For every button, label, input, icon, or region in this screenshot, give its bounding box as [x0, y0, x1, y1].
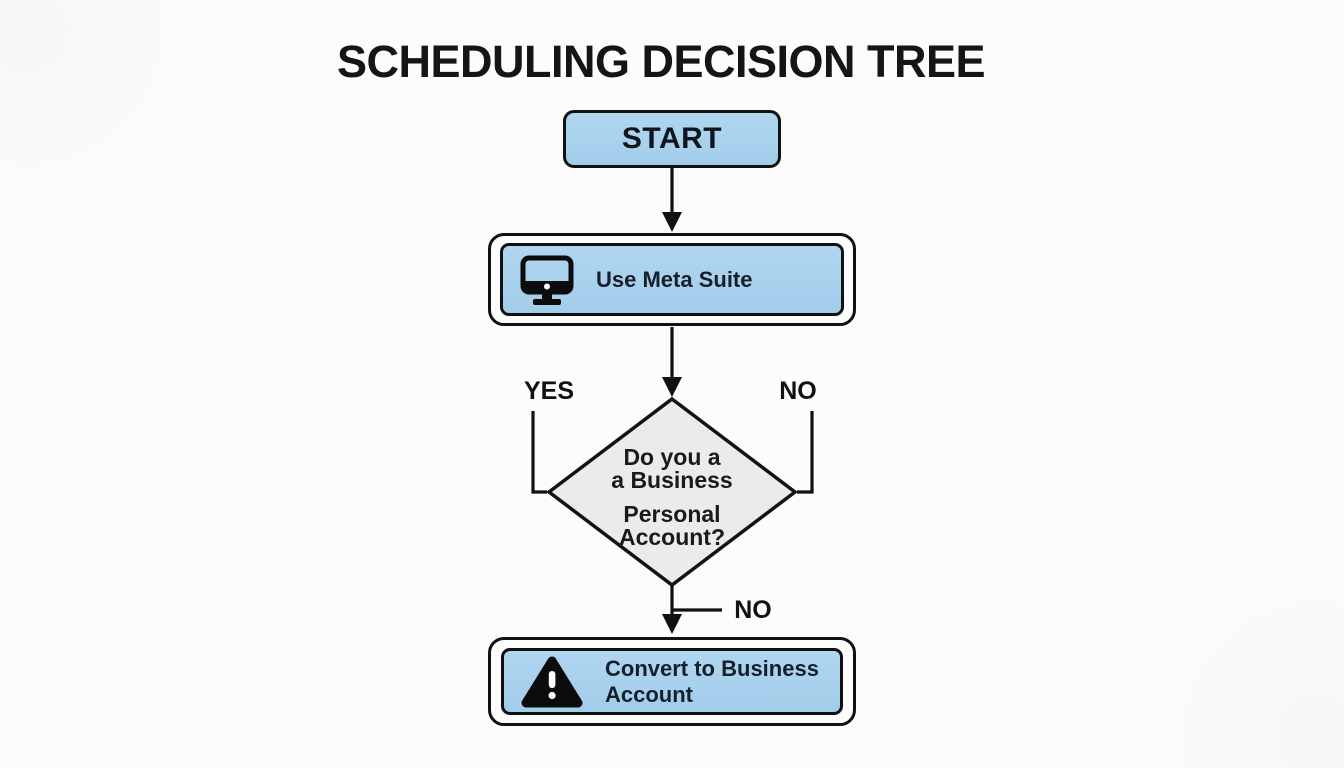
- arrow-process-to-decision: [662, 327, 682, 397]
- decision-text-bottom: Personal Account?: [549, 503, 795, 549]
- process-node-label: Use Meta Suite: [596, 266, 753, 292]
- result-node-convert-account: Convert to Business Account: [488, 637, 856, 726]
- no-branch-line: [797, 411, 814, 494]
- decision-line-4: Account?: [618, 524, 726, 550]
- result-label-line-1: Convert to Business: [605, 655, 819, 681]
- yes-branch-line: [531, 411, 547, 494]
- decision-line-2: a Business: [611, 467, 733, 493]
- decision-node-label: Do you a a Business Personal Account?: [549, 446, 795, 549]
- yes-branch-label: YES: [523, 377, 575, 405]
- result-node-label: Convert to Business Account: [605, 656, 819, 708]
- process-node-use-meta-suite: Use Meta Suite: [488, 233, 856, 326]
- decision-text-top: Do you a a Business: [549, 446, 795, 492]
- process-node-inner: Use Meta Suite: [500, 243, 844, 316]
- result-node-inner: Convert to Business Account: [501, 648, 843, 715]
- warning-icon: [521, 656, 583, 707]
- no-branch-label-right: NO: [779, 377, 817, 405]
- no-branch-label-bottom: NO: [734, 596, 772, 624]
- page-title: SCHEDULING DECISION TREE: [336, 36, 986, 87]
- start-node-label: START: [621, 122, 723, 155]
- decision-line-3: Personal: [623, 501, 721, 527]
- arrow-start-to-process: [662, 168, 682, 232]
- arrow-decision-to-result: [662, 585, 722, 634]
- result-label-line-2: Account: [605, 681, 693, 707]
- start-node: START: [563, 110, 781, 168]
- decision-line-1: Do you a: [623, 444, 721, 470]
- monitor-icon: [520, 255, 574, 305]
